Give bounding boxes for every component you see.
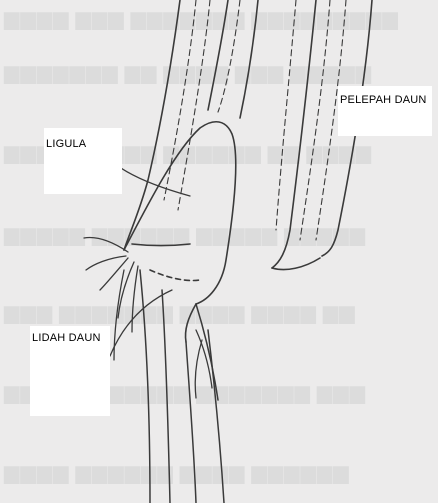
- lidah-daun-label: LIDAH DAUN: [32, 332, 101, 344]
- pelepah-daun-label: PELEPAH DAUN: [340, 94, 427, 106]
- ligula-label: LIGULA: [46, 138, 86, 150]
- pelepah-daun-label-box: PELEPAH DAUN: [338, 86, 432, 136]
- ligula-shape: [124, 122, 236, 342]
- sheath-veins: [164, 0, 346, 240]
- lidah-daun-label-box: LIDAH DAUN: [30, 326, 110, 416]
- leaf-sheath-outline: [124, 0, 372, 270]
- ligula-label-box: LIGULA: [44, 128, 122, 194]
